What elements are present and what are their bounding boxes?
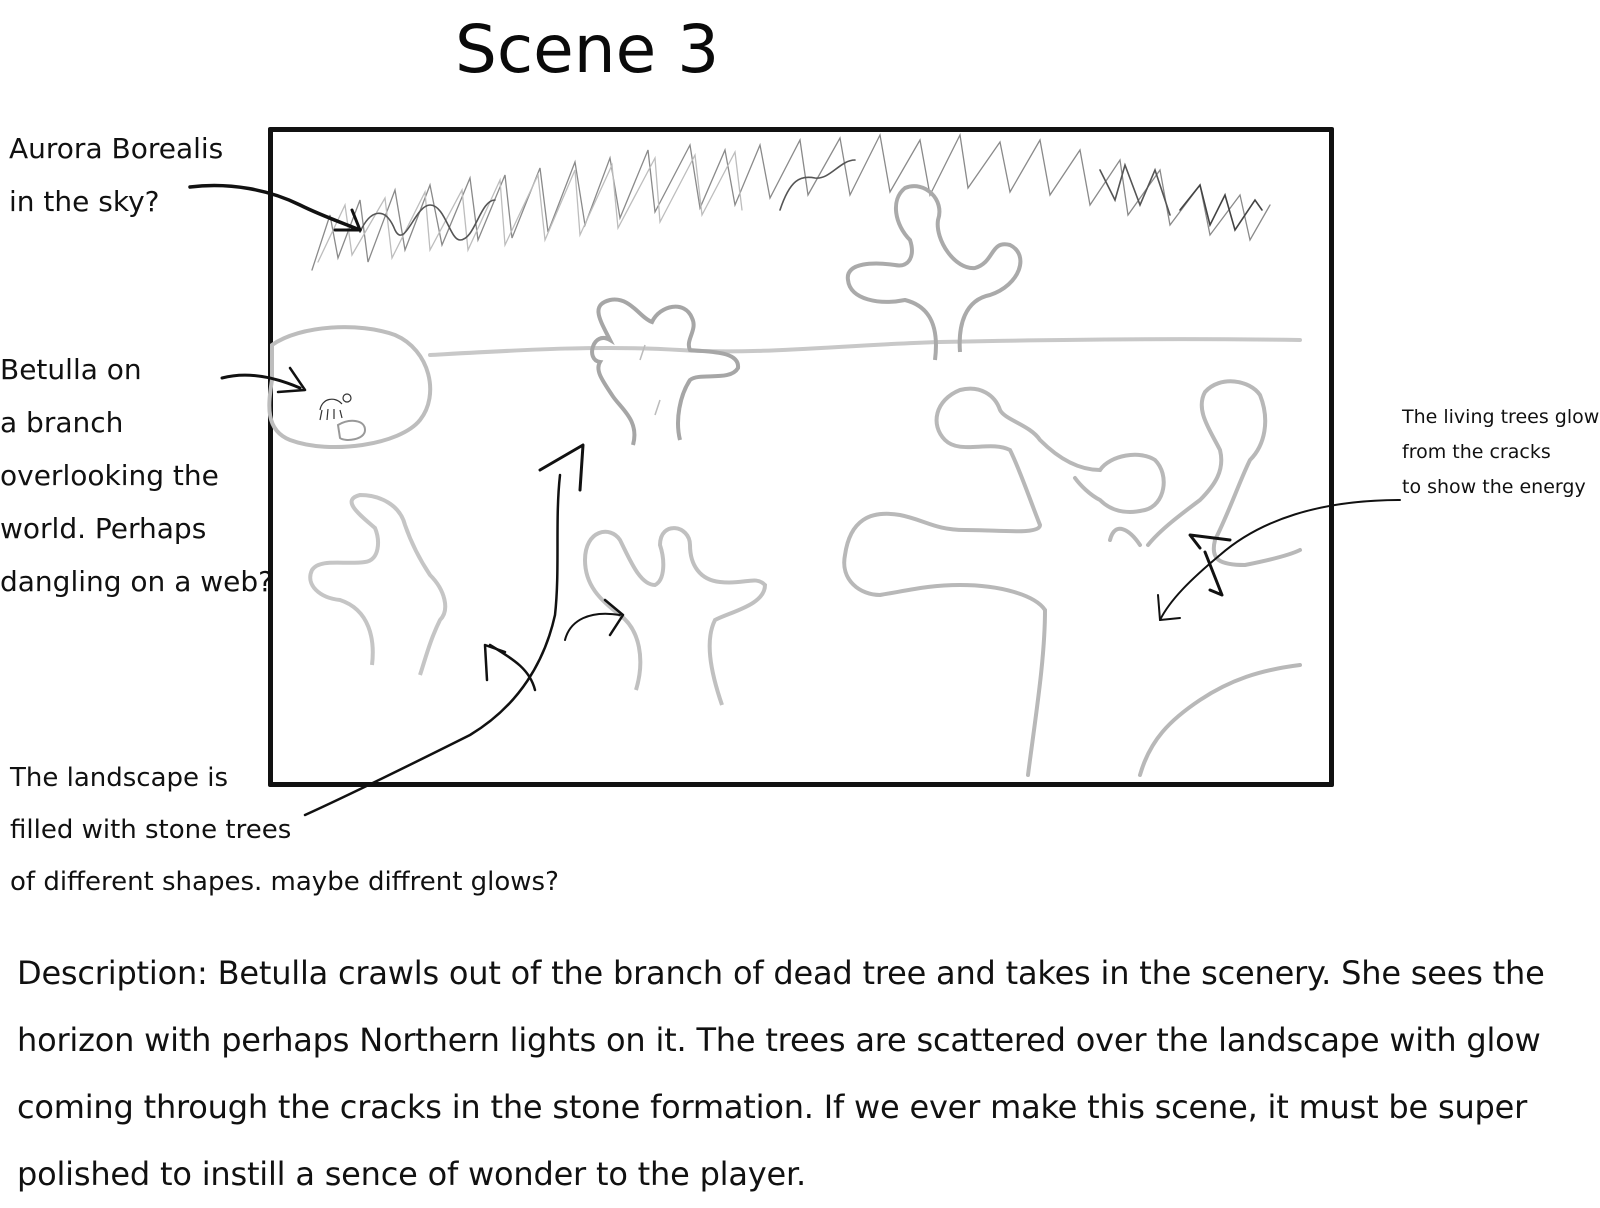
annotation-landscape: The landscape is filled with stone trees… [10,752,559,908]
annotation-line: Aurora Borealis [9,132,224,165]
annotation-line: The living trees glow [1402,406,1600,428]
annotation-line: overlooking the [0,459,219,492]
description-line: polished to instill a sence of wonder to… [17,1155,806,1193]
annotation-aurora: Aurora Borealis in the sky? [9,122,223,228]
description-line: Description: Betulla crawls out of the b… [17,954,1545,992]
annotation-line: dangling on a web? [0,565,274,598]
annotation-line: a branch [0,406,124,439]
annotation-living-trees: The living trees glow from the cracks to… [1402,400,1599,505]
annotation-line: in the sky? [9,185,160,218]
annotation-line: to show the energy [1402,476,1586,498]
description-line: horizon with perhaps Northern lights on … [17,1021,1541,1059]
annotation-line: of different shapes. maybe diffrent glow… [10,867,559,897]
description-line: coming through the cracks in the stone f… [17,1088,1528,1126]
annotation-line: Betulla on [0,353,142,386]
scene-description: Description: Betulla crawls out of the b… [17,940,1597,1208]
storyboard-frame [268,127,1334,787]
annotation-line: world. Perhaps [0,512,207,545]
annotation-line: The landscape is [10,763,229,793]
annotation-betulla: Betulla on a branch overlooking the worl… [0,343,273,608]
scene-title: Scene 3 [455,11,720,88]
annotation-line: filled with stone trees [10,815,292,845]
annotation-line: from the cracks [1402,441,1551,463]
